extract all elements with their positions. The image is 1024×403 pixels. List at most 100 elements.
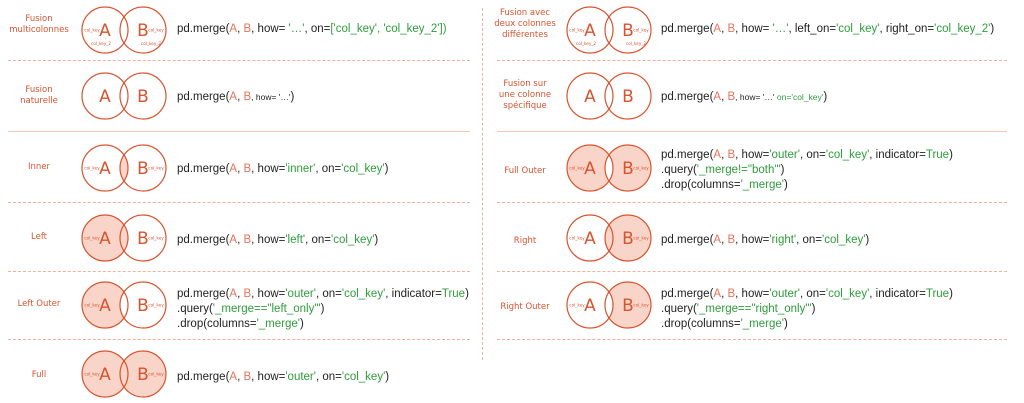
code-on: , on=: [799, 149, 826, 161]
code-right-on-value: 'col_key_2': [934, 23, 991, 35]
code-drop-value: '_merge': [740, 318, 784, 330]
set-label-a: A: [584, 159, 596, 179]
code-line-2: .query('_merge=="right_only"'): [661, 302, 953, 317]
code-a: A: [229, 234, 238, 246]
code-on-value: 'col_key': [341, 163, 385, 175]
code-how-value: 'right': [769, 234, 797, 246]
code-fn: pd.merge(: [177, 288, 230, 300]
circle-a: [566, 281, 614, 329]
code-b: B: [243, 23, 252, 35]
code-how: , how=: [735, 149, 770, 161]
code-how: , how=: [251, 288, 286, 300]
key-label-a: col_key: [84, 166, 100, 171]
key-label-b: col_key: [148, 372, 164, 377]
code-close: ): [374, 234, 379, 246]
code-comma: ,: [721, 23, 728, 35]
region-a-only: [567, 145, 613, 191]
code-drop: .drop(columns=: [177, 318, 257, 330]
row-divider: [8, 60, 470, 61]
row-label-inner: Inner: [27, 162, 50, 172]
set-label-b: B: [137, 296, 149, 316]
code-right-outer: pd.merge(A, B, how='outer', on='col_key'…: [661, 287, 953, 332]
key-label-b: col_key: [148, 236, 164, 241]
region-b-only: [605, 145, 651, 191]
row-label-left: Left: [31, 232, 47, 242]
key2-label-a: col_key_2: [91, 41, 112, 46]
circle-b: [604, 72, 652, 120]
code-line-3: .drop(columns='_merge'): [661, 178, 953, 193]
code-comma: ,: [721, 149, 728, 161]
code-close: ): [290, 91, 295, 103]
code-left-on-value: 'col_key': [836, 23, 880, 35]
code-how-value: 'outer': [769, 288, 800, 300]
code-how-value: 'left': [285, 234, 306, 246]
code-comma: ,: [237, 91, 244, 103]
row-label-natural: Fusion naturelle: [20, 85, 58, 106]
code-query: .query(: [661, 164, 697, 176]
code-line-1: pd.merge(A, B, how='outer', on='col_key'…: [177, 287, 469, 302]
circle-b: [604, 281, 652, 329]
code-b: B: [243, 288, 252, 300]
code-how-value: '…': [285, 23, 305, 35]
region-a: [82, 215, 128, 261]
code-line-2: .query('_merge=="left_only"'): [177, 302, 469, 317]
code-b: B: [243, 371, 252, 383]
code-query-value: '_merge=="left_only"': [212, 303, 321, 315]
circle-b: [604, 214, 652, 262]
row-divider: [497, 202, 1007, 203]
code-full-outer: pd.merge(A, B, how='outer', on='col_key'…: [661, 148, 953, 193]
set-label-b: B: [622, 296, 634, 316]
code-on-value: ['col_key', 'col_key_2']): [330, 23, 447, 35]
code-indicator: , indicator=: [869, 149, 926, 161]
code-right-on: , right_on=: [879, 23, 935, 35]
code-a: A: [229, 371, 238, 383]
code-fn: pd.merge(: [661, 288, 714, 300]
key-label-b: col_key: [148, 303, 164, 308]
code-multi: pd.merge(A, B, how= '…', on=['col_key', …: [177, 22, 447, 37]
code-how-value: 'inner': [285, 163, 316, 175]
code-on-value: 'col_key': [825, 149, 870, 161]
row-label-diffcols: Fusion avec deux colonnes différentes: [494, 8, 556, 40]
set-label-b: B: [622, 159, 634, 179]
key2-label-a: col_key_2: [576, 41, 597, 46]
row-label-full-outer: Full Outer: [504, 166, 546, 176]
code-on: , on=: [315, 371, 342, 383]
code-b: B: [243, 91, 252, 103]
code-b: B: [727, 149, 736, 161]
circle-a: [566, 72, 614, 120]
code-how: , how=: [251, 234, 286, 246]
set-label-b: B: [137, 365, 149, 385]
region-b: [120, 351, 166, 397]
region-a: [82, 351, 128, 397]
code-how: , how=: [251, 23, 286, 35]
key-label-b: col_key: [148, 166, 164, 171]
code-close: ): [811, 303, 816, 315]
code-close: ): [320, 303, 325, 315]
circle-b: [119, 72, 167, 120]
key2-label-b: col_key_2: [626, 41, 647, 46]
code-close: ): [384, 163, 389, 175]
code-single: pd.merge(A, B, how= '…' on='col_key'): [661, 90, 827, 105]
code-diffcols: pd.merge(A, B, how= '…', left_on='col_ke…: [661, 22, 994, 37]
key-label-b: col_key: [633, 166, 649, 171]
code-comma: ,: [237, 371, 244, 383]
row-label-left-outer: Left Outer: [17, 299, 61, 309]
code-on: , on=: [796, 234, 823, 246]
circle-a: [81, 6, 129, 54]
key-label-a: col_key: [569, 166, 585, 171]
row-divider: [8, 131, 470, 132]
code-how: , how= '…': [251, 92, 291, 102]
set-label-b: B: [622, 87, 634, 107]
circle-b: [604, 144, 652, 192]
code-left-on: , left_on=: [788, 23, 837, 35]
code-fn: pd.merge(: [661, 23, 714, 35]
circle-a: [81, 144, 129, 192]
key-label-a: col_key: [84, 236, 100, 241]
